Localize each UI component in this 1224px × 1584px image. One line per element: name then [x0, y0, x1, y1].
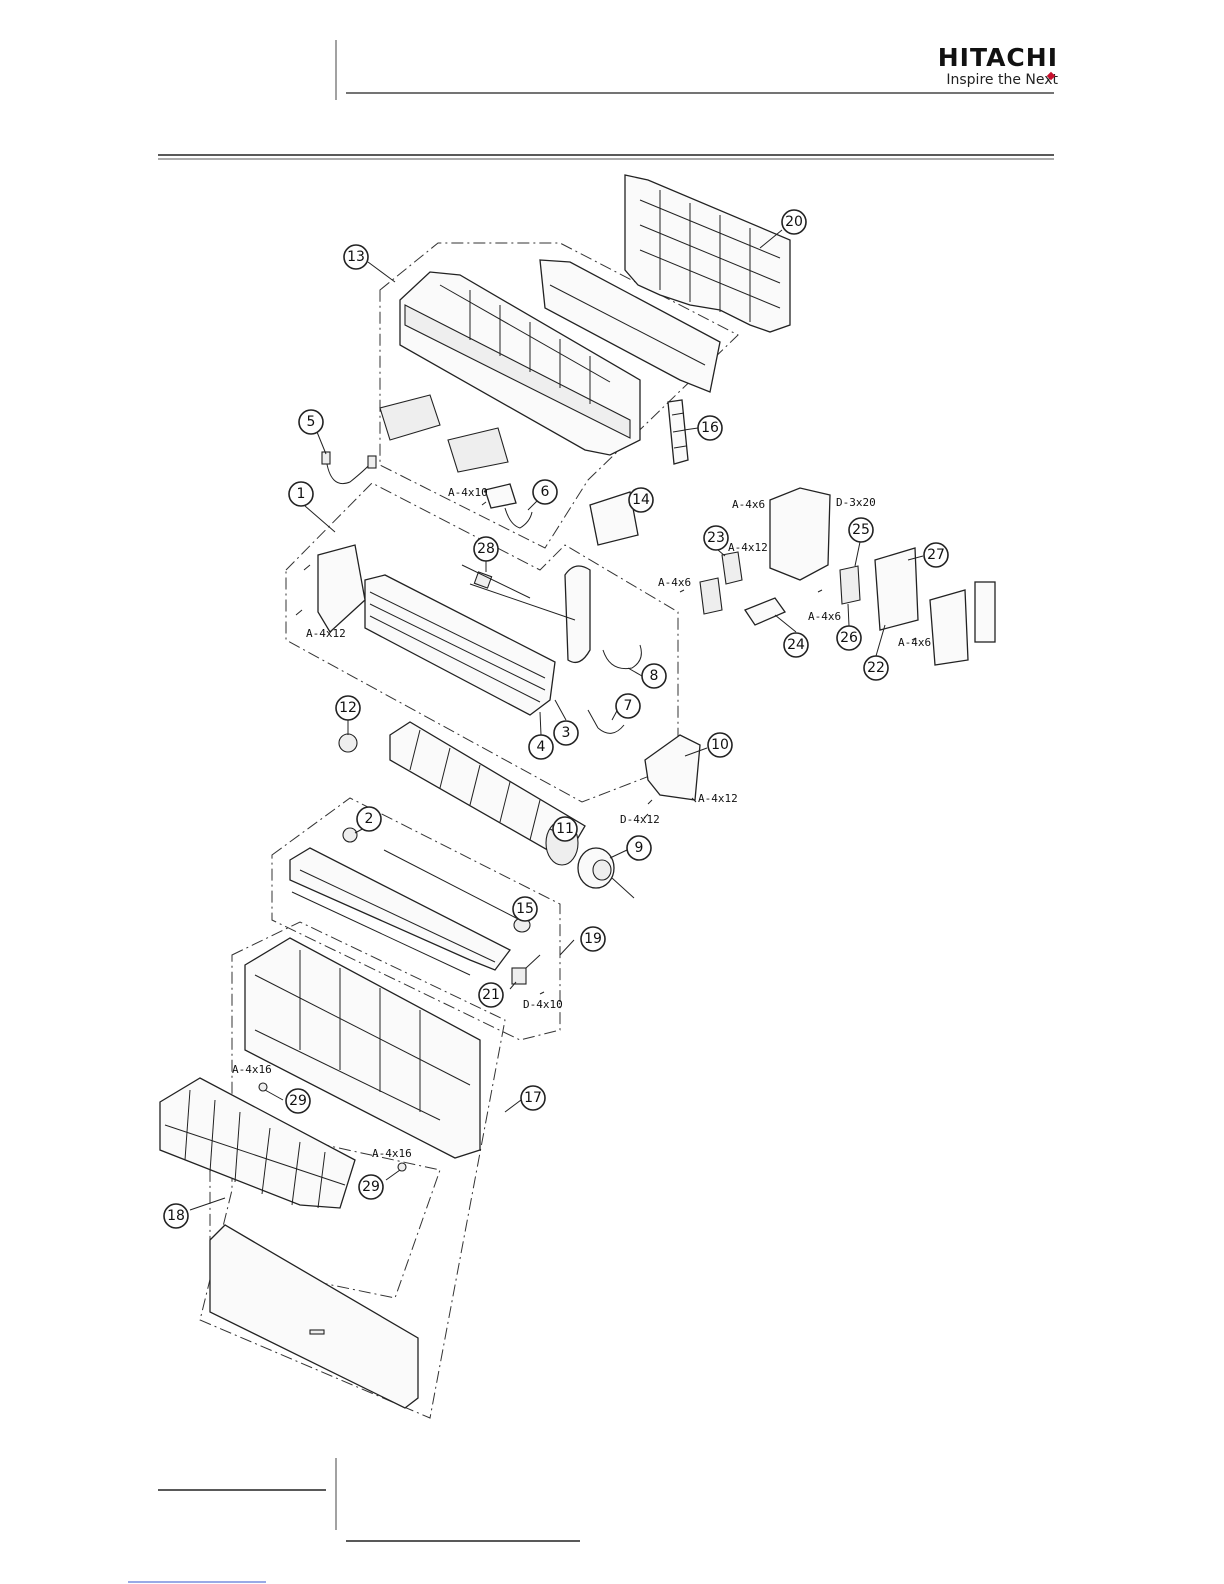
svg-text:4: 4: [537, 739, 546, 755]
svg-text:6: 6: [541, 484, 550, 500]
screw-label: A-4x6: [732, 498, 765, 511]
callout-17: 17: [521, 1086, 545, 1110]
screw-label: D-3x20: [836, 496, 876, 509]
screw-label: D-4x12: [620, 813, 660, 826]
bracket-16: [668, 400, 688, 464]
callout-28: 28: [474, 537, 498, 561]
screw-label: A-4x12: [306, 627, 346, 640]
louver-motor: [512, 955, 540, 984]
screw-label: A-4x16: [232, 1063, 272, 1076]
wire-5: [326, 458, 372, 484]
screw-label: A-4x12: [728, 541, 768, 554]
callout-22: 22: [864, 656, 888, 680]
callout-27: 27: [924, 543, 948, 567]
callout-10: 10: [708, 733, 732, 757]
callout-2: 2: [357, 807, 381, 831]
group-boundaries: [200, 243, 738, 1418]
svg-text:27: 27: [927, 547, 945, 563]
callout-21: 21: [479, 983, 503, 1007]
wire-7: [598, 725, 624, 733]
wire-8: [603, 645, 641, 669]
callout-5: 5: [299, 410, 323, 434]
svg-text:21: 21: [482, 987, 500, 1003]
bearing-2: [343, 828, 357, 842]
bearing-12: [339, 734, 357, 752]
callout-1: 1: [289, 482, 313, 506]
callout-19: 19: [581, 927, 605, 951]
svg-text:24: 24: [787, 637, 805, 653]
cross-flow-fan: [390, 722, 585, 865]
callout-6: 6: [533, 480, 557, 504]
svg-text:29: 29: [362, 1179, 380, 1195]
svg-text:19: 19: [584, 931, 602, 947]
svg-text:10: 10: [711, 737, 729, 753]
svg-text:25: 25: [852, 522, 870, 538]
svg-text:26: 26: [840, 630, 858, 646]
cap-29a: [259, 1083, 267, 1091]
page-rules: [128, 40, 1054, 1582]
callout-11: 11: [553, 817, 577, 841]
screw-label: A-4x6: [898, 636, 931, 649]
svg-text:28: 28: [477, 541, 495, 557]
callout-3: 3: [554, 721, 578, 745]
sensor-6: [485, 484, 516, 508]
svg-text:1: 1: [297, 486, 306, 502]
screw-label: A-4x6: [658, 576, 691, 589]
screw-label: A-4x6: [808, 610, 841, 623]
screw-label: A-4x12: [698, 792, 738, 805]
svg-text:7: 7: [624, 698, 633, 714]
callout-26: 26: [837, 626, 861, 650]
svg-text:18: 18: [167, 1208, 185, 1224]
svg-text:13: 13: [347, 249, 365, 265]
air-filters: [160, 1078, 355, 1208]
callout-23: 23: [704, 526, 728, 550]
callout-24: 24: [784, 633, 808, 657]
svg-text:8: 8: [650, 668, 659, 684]
screw-label: D-4x10: [523, 998, 563, 1011]
svg-text:2: 2: [365, 811, 374, 827]
svg-text:15: 15: [516, 901, 534, 917]
svg-text:14: 14: [632, 492, 650, 508]
svg-text:12: 12: [339, 700, 357, 716]
svg-text:22: 22: [867, 660, 885, 676]
svg-text:16: 16: [701, 420, 719, 436]
callout-7: 7: [616, 694, 640, 718]
cap-29b: [398, 1163, 406, 1171]
callout-29a: 29: [286, 1089, 310, 1113]
svg-text:5: 5: [307, 414, 316, 430]
callout-4: 4: [529, 735, 553, 759]
callout-8: 8: [642, 664, 666, 688]
screw-label: A-4x10: [448, 486, 488, 499]
callout-16: 16: [698, 416, 722, 440]
motor-holder: [645, 735, 700, 800]
heat-exchanger: [318, 545, 590, 715]
callout-25: 25: [849, 518, 873, 542]
callout-13: 13: [344, 245, 368, 269]
callout-9: 9: [627, 836, 651, 860]
svg-text:17: 17: [524, 1090, 542, 1106]
svg-text:29: 29: [289, 1093, 307, 1109]
callout-12: 12: [336, 696, 360, 720]
fan-motor: [578, 848, 634, 898]
callout-15: 15: [513, 897, 537, 921]
front-cover: [210, 1225, 418, 1408]
svg-text:11: 11: [556, 821, 574, 837]
callout-14: 14: [629, 488, 653, 512]
svg-text:3: 3: [562, 725, 571, 741]
screw-label: A-4x16: [372, 1147, 412, 1160]
svg-text:20: 20: [785, 214, 803, 230]
callout-29b: 29: [359, 1175, 383, 1199]
callout-18: 18: [164, 1204, 188, 1228]
callout-20: 20: [782, 210, 806, 234]
svg-text:9: 9: [635, 840, 644, 856]
svg-text:23: 23: [707, 530, 725, 546]
